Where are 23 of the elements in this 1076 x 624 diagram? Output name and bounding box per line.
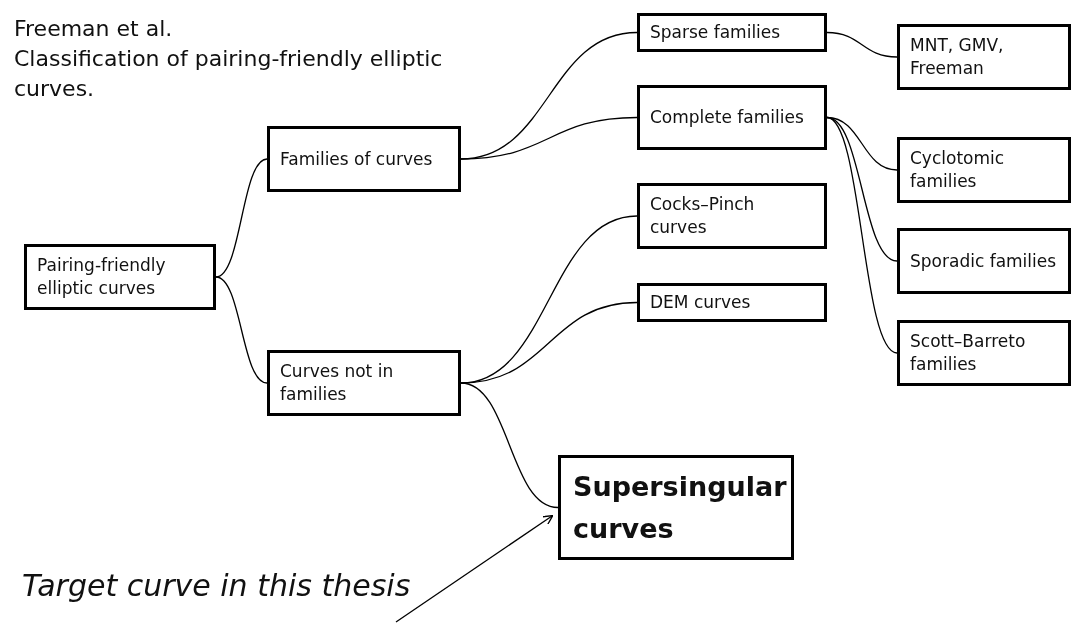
category-box: Cocks–Pinch curves [637,183,827,249]
category-box: Sparse families [637,13,827,52]
diagram-title: Classification of pairing-friendly elliptic curves. [14,45,444,103]
category-box: Sporadic families [897,228,1071,294]
category-box: Cyclotomic families [897,137,1071,203]
connector-line [826,116,898,354]
category-box: Scott–Barreto families [897,320,1071,386]
category-box: Families of curves [267,126,461,192]
annotation-text: Target curve in this thesis [22,566,411,606]
connector-line [460,116,638,160]
connector-line [460,301,638,384]
arrow [395,514,554,623]
author-note: Freeman et al. [14,15,173,43]
category-box: Complete families [637,85,827,150]
connector-line [826,31,898,58]
category-box: Pairing-friendly elliptic curves [24,244,216,310]
connector-line [215,158,268,278]
category-box: Curves not in families [267,350,461,416]
highlighted-box: Supersingular curves [558,455,794,560]
connector-line [460,382,559,509]
connector-line [215,276,268,384]
category-box: DEM curves [637,283,827,322]
category-box: MNT, GMV, Freeman [897,24,1071,90]
